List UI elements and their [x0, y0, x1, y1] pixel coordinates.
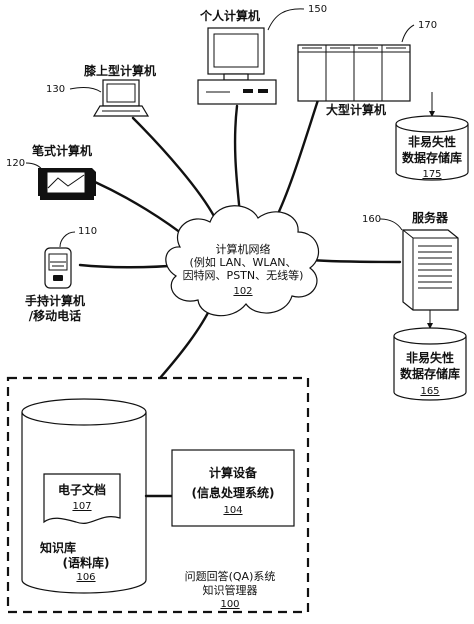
storage-175-ref: 175: [422, 169, 441, 180]
link-mainframe: [273, 98, 320, 222]
handheld-computer: 110 手持计算机 /移动电话: [25, 226, 97, 323]
laptop-ref: 130: [46, 84, 65, 95]
tablet-icon: [38, 168, 96, 200]
computing-device-line1: 计算设备: [209, 465, 258, 480]
mainframe-computer: 170 大型计算机: [297, 20, 437, 117]
storage-165-line2: 数据存储库: [400, 366, 460, 381]
computing-device: 计算设备 (信息处理系统) 104: [171, 449, 295, 527]
handheld-leader: [59, 231, 76, 248]
link-pen-computer: [93, 180, 192, 242]
link-qa-system: [158, 303, 214, 380]
network-examples-line1: (例如 LAN、WLAN、: [190, 255, 297, 269]
computing-device-ref: 104: [223, 505, 242, 516]
pen-computer-label: 笔式计算机: [32, 143, 92, 158]
server: 160 服务器: [362, 210, 459, 329]
storage-175: 非易失性 数据存储库 175: [395, 115, 469, 181]
electronic-document: 电子文档 107: [43, 473, 121, 524]
storage-165: 非易失性 数据存储库 165: [393, 327, 467, 401]
mainframe-ref: 170: [418, 20, 437, 31]
link-handheld: [78, 263, 182, 269]
server-tower-icon: [402, 229, 459, 311]
desktop-computer-icon: [197, 27, 277, 105]
qa-system-line1: 问题回答(QA)系统: [185, 569, 276, 583]
qa-system-line2: 知识管理器: [203, 583, 258, 597]
personal-computer-label: 个人计算机: [199, 8, 260, 23]
mainframe-label: 大型计算机: [326, 102, 386, 117]
server-label: 服务器: [412, 210, 449, 225]
network-cloud: 计算机网络 (例如 LAN、WLAN、 因特网、PSTN、无线等) 102: [165, 205, 320, 317]
handheld-label-line2: /移动电话: [29, 308, 81, 323]
pen-computer: 笔式计算机 120: [6, 143, 96, 200]
knowledge-base-line2: (语料库): [63, 555, 110, 570]
mainframe-icon: [297, 44, 411, 102]
storage-175-line2: 数据存储库: [402, 150, 462, 165]
storage-165-line1: 非易失性: [406, 350, 454, 365]
link-server: [308, 258, 402, 264]
storage-175-line1: 非易失性: [408, 134, 456, 149]
knowledge-base-line1: 知识库: [39, 540, 76, 555]
mobile-phone-icon: [44, 247, 72, 289]
qa-system-caption: 问题回答(QA)系统 知识管理器 100: [185, 569, 276, 610]
network-examples-line2: 因特网、PSTN、无线等): [183, 268, 304, 282]
laptop-icon: [92, 79, 150, 117]
personal-computer-ref: 150: [308, 4, 327, 15]
document-ref: 107: [72, 501, 91, 512]
handheld-label-line1: 手持计算机: [25, 293, 85, 308]
laptop-computer: 膝上型计算机 130: [46, 63, 156, 117]
document-label: 电子文档: [58, 482, 106, 497]
knowledge-base-ref: 106: [76, 572, 95, 583]
handheld-ref: 110: [78, 226, 97, 237]
server-ref: 160: [362, 214, 381, 225]
laptop-label: 膝上型计算机: [84, 63, 156, 78]
storage-165-ref: 165: [420, 386, 439, 397]
mainframe-leader: [401, 24, 415, 43]
link-laptop: [131, 116, 217, 220]
network-title: 计算机网络: [216, 242, 271, 256]
qa-system-ref: 100: [220, 599, 239, 610]
personal-computer-leader: [267, 8, 305, 31]
personal-computer: 个人计算机 150: [197, 4, 327, 105]
server-leader: [379, 218, 403, 231]
computing-device-line2: (信息处理系统): [192, 485, 275, 500]
pen-computer-ref: 120: [6, 158, 25, 169]
laptop-leader: [69, 87, 102, 93]
link-personal-computer: [233, 104, 242, 217]
network-ref: 102: [233, 286, 252, 297]
qa-system-boundary: [6, 376, 310, 614]
